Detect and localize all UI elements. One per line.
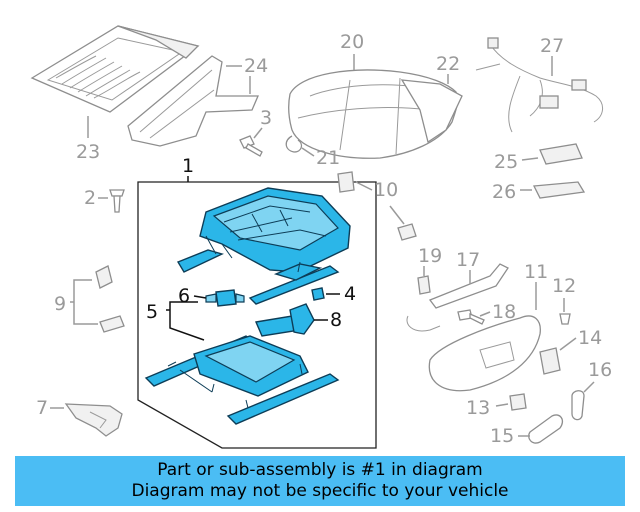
leader-6 bbox=[193, 295, 207, 299]
callout-2: 2 bbox=[84, 187, 96, 209]
banner-line-2: Diagram may not be specific to your vehi… bbox=[131, 481, 509, 501]
callout-22: 22 bbox=[436, 53, 460, 75]
callout-1: 1 bbox=[182, 155, 194, 177]
part-16-knob[interactable] bbox=[571, 390, 585, 421]
part-13-switch[interactable] bbox=[509, 393, 527, 411]
callout-8: 8 bbox=[330, 309, 342, 331]
part-10-bracket[interactable] bbox=[337, 171, 417, 241]
callout-10: 10 bbox=[374, 179, 398, 201]
callout-21: 21 bbox=[316, 147, 340, 169]
part-22-cover[interactable] bbox=[400, 79, 463, 144]
part-4-fastener[interactable] bbox=[311, 287, 325, 301]
part-8-motor[interactable] bbox=[255, 303, 315, 337]
leader-14 bbox=[559, 337, 577, 351]
leader-21 bbox=[301, 147, 315, 157]
callout-26: 26 bbox=[492, 181, 516, 203]
callout-23: 23 bbox=[76, 141, 100, 163]
leader-16 bbox=[583, 381, 595, 393]
part-15-knob[interactable] bbox=[528, 414, 564, 444]
leader-10 bbox=[355, 181, 373, 191]
callout-17: 17 bbox=[456, 249, 480, 271]
callout-27: 27 bbox=[540, 35, 564, 57]
part-1-seat-frame[interactable] bbox=[176, 187, 351, 305]
leader-25 bbox=[521, 157, 539, 161]
info-banner: Part or sub-assembly is #1 in diagram Di… bbox=[15, 456, 625, 506]
callout-7: 7 bbox=[36, 397, 48, 419]
part-11-side-shield[interactable] bbox=[428, 315, 541, 392]
callout-20: 20 bbox=[340, 31, 364, 53]
part-27-harness[interactable] bbox=[475, 37, 603, 133]
assembly-1-frame bbox=[137, 181, 377, 449]
part-12-clip[interactable] bbox=[559, 313, 571, 325]
leader-3 bbox=[253, 127, 263, 139]
callout-4: 4 bbox=[344, 283, 356, 305]
part-6-motor[interactable] bbox=[205, 289, 245, 307]
callout-13: 13 bbox=[466, 397, 490, 419]
part-19-clip[interactable] bbox=[417, 275, 431, 295]
part-2-screw[interactable] bbox=[109, 189, 125, 213]
part-17-lever[interactable] bbox=[406, 263, 509, 332]
part-23-heater-pad[interactable] bbox=[30, 25, 200, 113]
part-25-module[interactable] bbox=[539, 143, 583, 165]
callout-25: 25 bbox=[494, 151, 518, 173]
callout-6: 6 bbox=[178, 285, 190, 307]
callout-5: 5 bbox=[146, 301, 158, 323]
part-9-brackets[interactable] bbox=[95, 265, 125, 333]
callout-24: 24 bbox=[244, 55, 268, 77]
callout-9: 9 bbox=[54, 293, 66, 315]
callout-18: 18 bbox=[492, 301, 516, 323]
callout-15: 15 bbox=[490, 425, 514, 447]
part-21-clip[interactable] bbox=[285, 135, 303, 153]
part-7-switch[interactable] bbox=[64, 403, 123, 437]
leader-18 bbox=[479, 311, 491, 317]
leader-9 bbox=[70, 279, 98, 325]
callout-19: 19 bbox=[418, 245, 442, 267]
part-14-switch[interactable] bbox=[539, 347, 561, 375]
banner-line-1: Part or sub-assembly is #1 in diagram bbox=[157, 460, 483, 480]
part-26-bracket[interactable] bbox=[532, 181, 586, 199]
callout-11: 11 bbox=[524, 261, 548, 283]
callout-12: 12 bbox=[552, 275, 576, 297]
part-18-screw[interactable] bbox=[457, 309, 485, 325]
callout-14: 14 bbox=[578, 327, 602, 349]
part-24-cushion-strip[interactable] bbox=[127, 55, 259, 147]
leader-10b bbox=[389, 205, 405, 225]
part-3-bolt[interactable] bbox=[239, 135, 263, 157]
leader-5 bbox=[166, 301, 205, 341]
leader-13 bbox=[495, 403, 509, 407]
callout-3: 3 bbox=[260, 107, 272, 129]
part-5-seat-tracks[interactable] bbox=[144, 335, 340, 425]
callout-16: 16 bbox=[588, 359, 612, 381]
